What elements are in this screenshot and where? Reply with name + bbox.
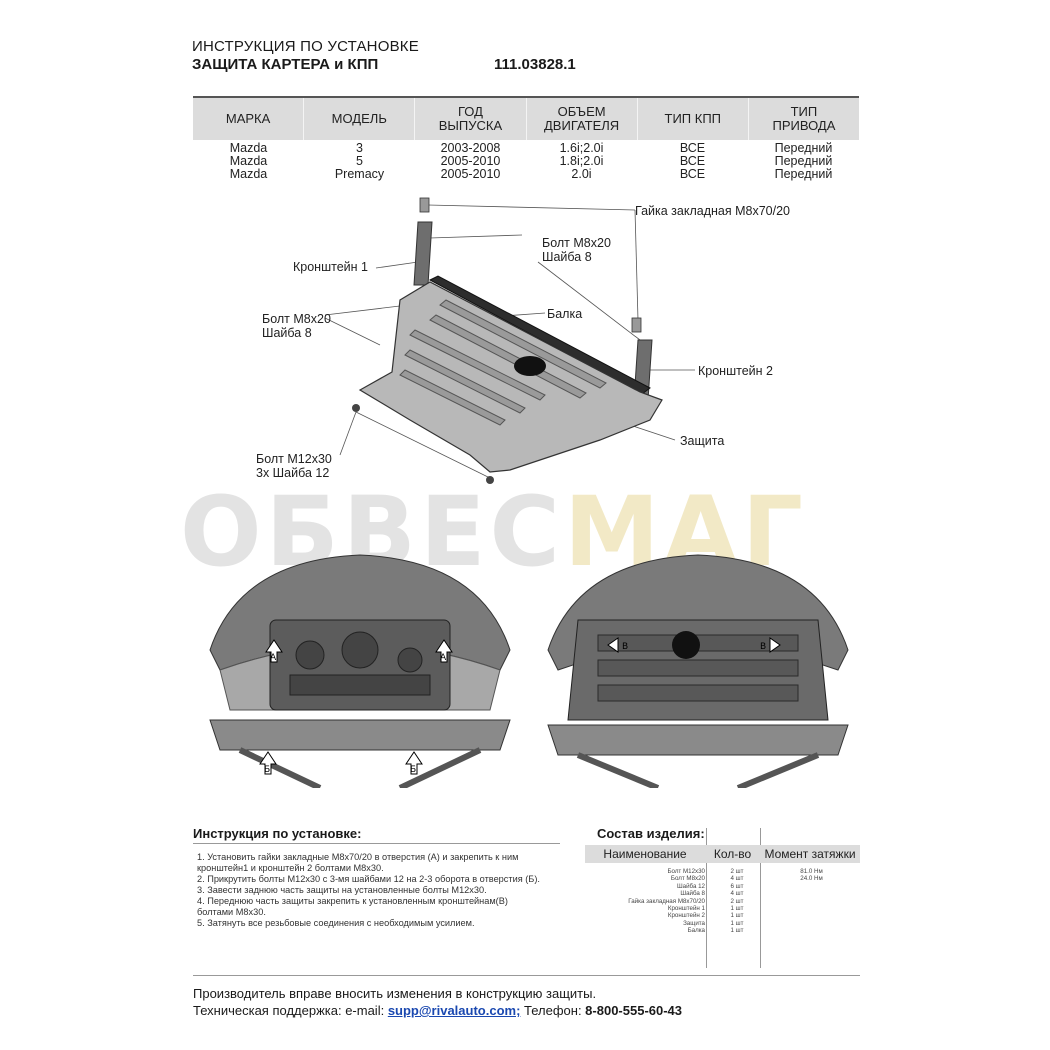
nut-top-left (419, 197, 430, 213)
photo-marker-b-left: Б (264, 765, 270, 775)
label-bracket-1: Кронштейн 1 (293, 260, 368, 274)
bolt-m12-left (352, 404, 360, 412)
photo-after-install: В В (547, 554, 849, 788)
nut-right (631, 317, 642, 333)
photo-marker-v-right: В (760, 642, 766, 652)
instructions-steps: 1. Установить гайки закладные М8х70/20 в… (197, 852, 577, 929)
label-beam: Балка (547, 307, 583, 321)
spec-table-body: Mazda 3 2003-2008 1.6i;2.0i ВСЕ Передний… (193, 142, 859, 181)
instruction-step: 4. Переднюю часть защиты закрепить к уст… (197, 896, 508, 906)
phone-label: Телефон: (520, 1003, 586, 1018)
photo-marker-a-right: А (440, 653, 447, 663)
instruction-step: 1. Установить гайки закладные М8х70/20 в… (197, 852, 519, 862)
doc-number: 111.03828.1 (494, 56, 576, 73)
photo-marker-b-right: Б (410, 765, 416, 775)
instruction-step: болтами М8х30. (197, 907, 266, 917)
parts-title: Состав изделия: (597, 826, 705, 841)
doc-title-line2: ЗАЩИТА КАРТЕРА и КПП (192, 56, 379, 73)
photo-marker-v-left: В (622, 642, 628, 652)
parts-col-qty: Кол-во (713, 847, 752, 861)
bolt-m12-right (486, 476, 494, 484)
footer-notice: Производитель вправе вносить изменения в… (193, 986, 597, 1001)
photo-marker-a-left: А (270, 653, 277, 663)
footer-support: Техническая поддержка: e-mail: supp@riva… (193, 1003, 682, 1018)
parts-table-header: Наименование Кол-во Момент затяжки (585, 845, 860, 863)
label-bracket-2: Кронштейн 2 (698, 364, 773, 378)
support-phone: 8-800-555-60-43 (585, 1003, 683, 1018)
divider (193, 843, 560, 844)
watermark: ОБВЕСМАГ (180, 476, 807, 588)
parts-col-torque: Момент затяжки (764, 847, 856, 861)
spec-col-model: МОДЕЛЬ (304, 98, 416, 140)
spec-col-gearbox: ТИП КПП (638, 98, 749, 140)
divider (193, 975, 860, 976)
guard-plate-shape (358, 281, 663, 473)
instruction-step: 3. Завести заднюю часть защиты на устано… (197, 885, 487, 895)
instruction-step: 2. Прикрутить болты М12х30 с 3-мя шайбам… (197, 874, 540, 884)
label-nut: Гайка закладная М8х70/20 (635, 204, 790, 218)
instruction-step: 5. Затянуть все резьбовые соединения с н… (197, 918, 475, 928)
support-email-link[interactable]: supp@rivalauto.com; (387, 1003, 521, 1018)
instruction-step: кронштейн1 и кронштейн 2 болтами М8х30. (197, 863, 384, 873)
table-row: Mazda 3 2003-2008 1.6i;2.0i ВСЕ Передний (229, 141, 833, 155)
parts-col-name: Наименование (603, 847, 687, 861)
doc-title-line1: ИНСТРУКЦИЯ ПО УСТАНОВКЕ (192, 38, 419, 55)
photo-before-install: А А Б Б (209, 554, 511, 788)
divider (706, 828, 707, 968)
spec-col-brand: МАРКА (193, 98, 305, 140)
table-row: Mazda Premacy 2005-2010 2.0i ВСЕ Передни… (229, 167, 833, 181)
support-label: Техническая поддержка: e-mail: (193, 1003, 388, 1018)
instructions-title: Инструкция по установке: (193, 826, 362, 841)
drain-hole (514, 356, 546, 376)
divider (760, 828, 761, 968)
label-guard: Защита (680, 434, 725, 448)
bracket-1-shape (413, 221, 433, 286)
guard-exploded-diagram (324, 197, 695, 484)
table-row: Mazda 5 2005-2010 1.8i;2.0i ВСЕ Передний (229, 154, 833, 168)
